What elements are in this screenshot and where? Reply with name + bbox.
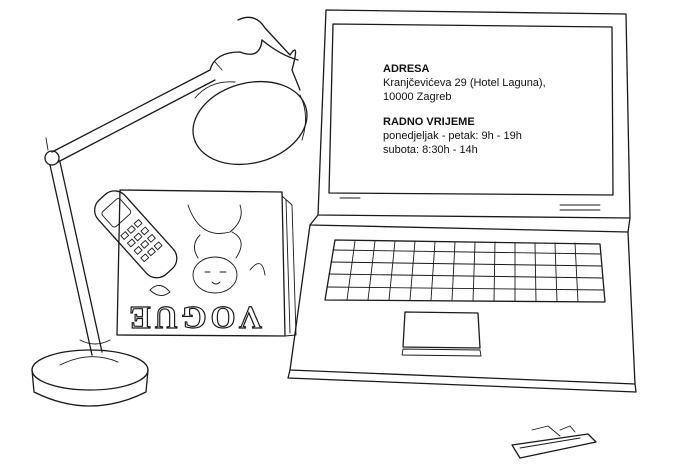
spacer (383, 104, 623, 115)
magazine-title: VOGUE (125, 300, 262, 336)
lamp-icon (31, 16, 308, 407)
address-line-1: Kranjčevićeva 29 (Hotel Laguna), (383, 77, 546, 89)
mobile-phone-icon (94, 190, 178, 279)
usb-stick-icon (511, 425, 597, 459)
hours-weekdays: ponedjeljak - petak: 9h - 19h (383, 130, 522, 142)
address-heading: ADRESA (383, 63, 430, 75)
laptop-icon (287, 9, 637, 393)
hours-heading: RADNO VRIJEME (383, 116, 475, 128)
laptop-screen-text: ADRESA Kranjčevićeva 29 (Hotel Laguna), … (383, 62, 623, 157)
magazine-icon: VOGUE (116, 189, 297, 337)
address-line-2: 10000 Zagreb (383, 91, 452, 103)
hours-saturday: subota: 8:30h - 14h (383, 144, 478, 156)
